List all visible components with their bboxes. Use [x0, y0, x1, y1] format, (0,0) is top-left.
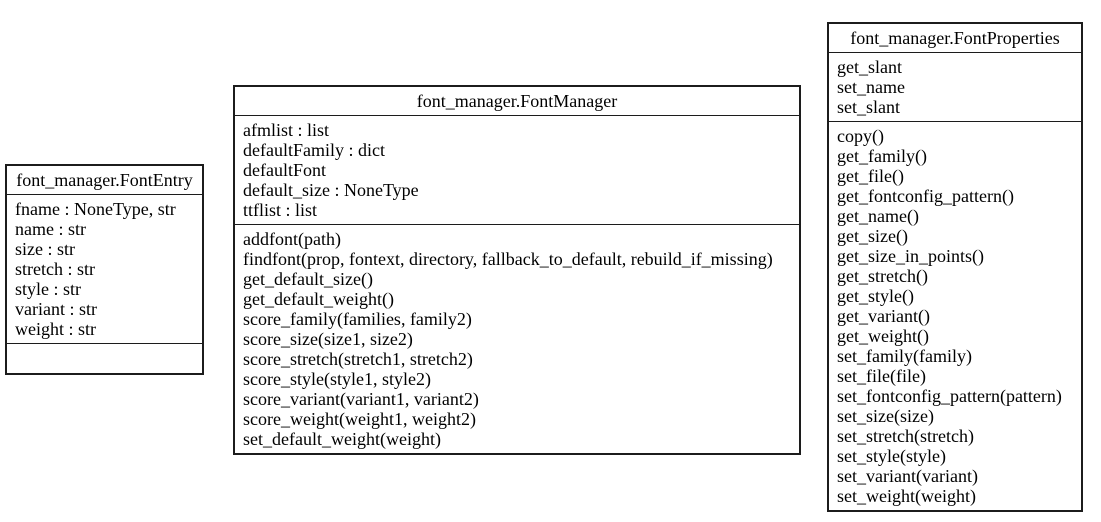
class-title: font_manager.FontProperties [829, 24, 1081, 53]
method-item: score_size(size1, size2) [243, 329, 413, 349]
method-item: score_weight(weight1, weight2) [243, 409, 476, 429]
method-item: get_size_in_points() [837, 246, 984, 266]
method-item: set_stretch(stretch) [837, 426, 974, 446]
method-item: score_stretch(stretch1, stretch2) [243, 349, 473, 369]
method-item: addfont(path) [243, 229, 341, 249]
attribute-item: fname : NoneType, str [15, 199, 176, 219]
method-item: get_style() [837, 286, 914, 306]
attribute-item: set_name [837, 77, 905, 97]
method-item: get_fontconfig_pattern() [837, 186, 1014, 206]
class-box-font-entry: font_manager.FontEntry fname : NoneType,… [5, 164, 204, 375]
attribute-item: ttflist : list [243, 200, 318, 220]
class-methods-section [7, 343, 202, 373]
attribute-item: get_slant [837, 57, 902, 77]
method-item: get_size() [837, 226, 908, 246]
attribute-item: style : str [15, 279, 81, 299]
method-item: get_default_weight() [243, 289, 394, 309]
attribute-item: weight : str [15, 319, 96, 339]
attribute-item: defaultFamily : dict [243, 140, 385, 160]
method-item: set_default_weight(weight) [243, 429, 441, 449]
attribute-item: variant : str [15, 299, 97, 319]
method-item: set_weight(weight) [837, 486, 976, 506]
class-methods-section: copy()get_family()get_file()get_fontconf… [829, 121, 1081, 510]
method-item: set_variant(variant) [837, 466, 978, 486]
attribute-item: stretch : str [15, 259, 95, 279]
attribute-item: defaultFont [243, 160, 326, 180]
attribute-item: set_slant [837, 97, 900, 117]
method-item: get_default_size() [243, 269, 373, 289]
attribute-item: default_size : NoneType [243, 180, 419, 200]
method-item: set_family(family) [837, 346, 972, 366]
method-item: get_name() [837, 206, 919, 226]
method-item: set_file(file) [837, 366, 926, 386]
method-item: set_fontconfig_pattern(pattern) [837, 386, 1062, 406]
method-item: score_style(style1, style2) [243, 369, 431, 389]
class-title: font_manager.FontEntry [7, 166, 202, 195]
method-item: get_file() [837, 166, 904, 186]
class-methods-section: addfont(path)findfont(prop, fontext, dir… [235, 224, 799, 453]
attribute-item: name : str [15, 219, 86, 239]
method-item: get_variant() [837, 306, 930, 326]
attribute-item: afmlist : list [243, 120, 330, 140]
method-item: get_family() [837, 146, 927, 166]
method-item: set_size(size) [837, 406, 934, 426]
method-item: score_family(families, family2) [243, 309, 472, 329]
attribute-item: size : str [15, 239, 75, 259]
method-item: score_variant(variant1, variant2) [243, 389, 479, 409]
method-item: set_style(style) [837, 446, 946, 466]
method-item: get_weight() [837, 326, 929, 346]
method-item: findfont(prop, fontext, directory, fallb… [243, 249, 773, 269]
class-title: font_manager.FontManager [235, 87, 799, 116]
method-item: copy() [837, 126, 884, 146]
method-item: get_stretch() [837, 266, 928, 286]
